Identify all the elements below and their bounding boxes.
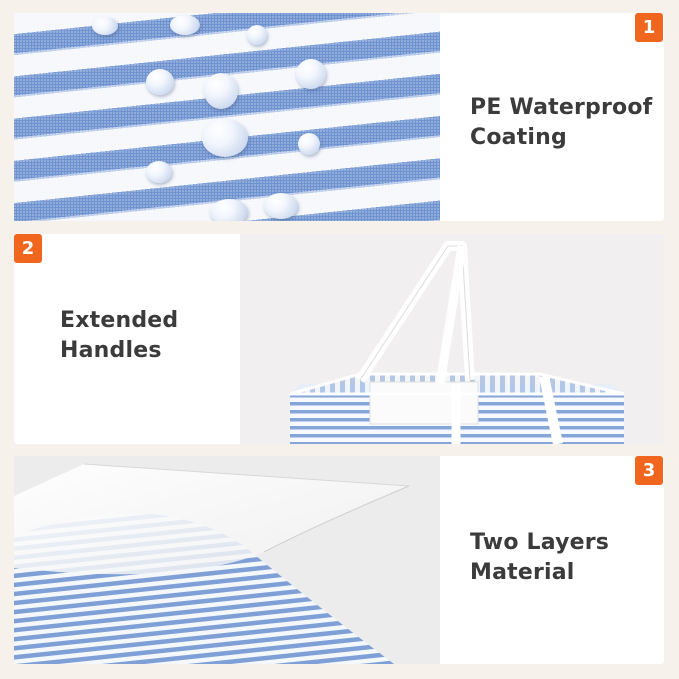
water-droplet bbox=[204, 73, 238, 109]
water-droplet bbox=[146, 161, 172, 183]
water-droplet bbox=[146, 69, 174, 95]
water-droplet bbox=[170, 15, 200, 35]
feature-title-1: PE Waterproof Coating bbox=[470, 93, 652, 153]
waterproof-fabric-photo bbox=[14, 13, 440, 221]
two-layers-material-photo bbox=[14, 456, 440, 664]
feature-title-2-line-1: Extended bbox=[60, 308, 179, 333]
layered-fabric-illustration bbox=[14, 456, 440, 664]
water-droplet bbox=[247, 25, 267, 45]
water-droplet bbox=[296, 59, 326, 89]
water-droplet bbox=[202, 119, 248, 157]
water-droplet bbox=[264, 193, 298, 219]
water-droplet bbox=[210, 199, 248, 221]
feature-title-1-line-1: PE Waterproof bbox=[470, 95, 653, 120]
feature-title-2: Extended Handles bbox=[60, 306, 178, 366]
feature-title-3: Two Layers Material bbox=[470, 528, 609, 588]
water-droplet bbox=[92, 17, 118, 35]
striped-basket-illustration bbox=[289, 241, 625, 444]
basket-handles-photo bbox=[240, 234, 664, 444]
feature-title-2-line-2: Handles bbox=[60, 338, 162, 363]
water-droplet bbox=[298, 133, 320, 155]
feature-number-badge-1: 1 bbox=[635, 13, 663, 42]
feature-title-1-line-2: Coating bbox=[470, 125, 567, 150]
feature-number-badge-3: 3 bbox=[635, 456, 663, 485]
feature-number-badge-2: 2 bbox=[14, 234, 42, 263]
feature-title-3-line-2: Material bbox=[470, 560, 575, 585]
feature-title-3-line-1: Two Layers bbox=[470, 530, 610, 555]
